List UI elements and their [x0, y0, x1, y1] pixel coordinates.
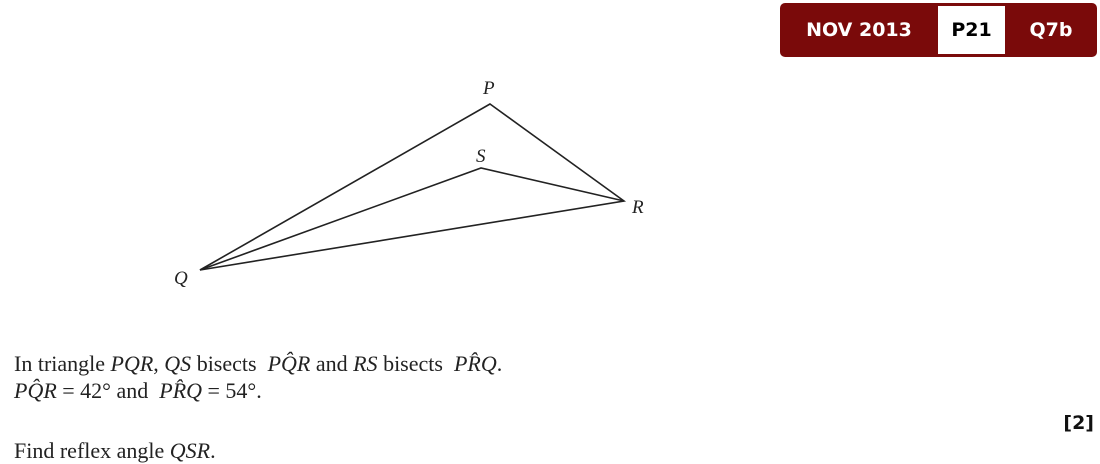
label-r: R — [631, 197, 644, 218]
label-p: P — [482, 78, 495, 99]
text: PQR — [110, 351, 154, 376]
text: and — [310, 351, 354, 376]
label-q: Q — [174, 268, 188, 289]
question-reference-badge: NOV 2013 P21 Q7b — [780, 3, 1097, 57]
text: , — [153, 351, 165, 376]
question-line-3: Find reflex angle QSR. — [3, 412, 216, 464]
text: PR̂Q — [453, 351, 497, 376]
text: bisects — [377, 351, 454, 376]
text: = 42° and — [56, 378, 160, 403]
question-line-2: PQ̂R = 42° and PR̂Q = 54°. — [3, 352, 262, 404]
label-s: S — [476, 146, 486, 167]
text: bisects — [191, 351, 268, 376]
bisector-lines — [199, 167, 625, 271]
question-number: Q7b — [1029, 19, 1073, 41]
marks-label: [2] — [1063, 412, 1094, 434]
text: RS — [353, 351, 378, 376]
triangle-pqr — [199, 103, 627, 271]
paper-number: P21 — [938, 6, 1005, 54]
text: PQ̂R — [14, 378, 57, 403]
triangle-diagram: P S R Q — [174, 78, 644, 289]
text: = 54°. — [202, 378, 262, 403]
text: PQ̂R — [267, 351, 311, 376]
text: In triangle — [14, 351, 111, 376]
exam-session: NOV 2013 — [806, 19, 912, 41]
text: . — [496, 351, 503, 376]
text: PR̂Q — [159, 378, 203, 403]
question-line-1: In triangle PQR, QS bisects PQ̂R and RS … — [3, 325, 502, 377]
text: QS — [164, 351, 192, 376]
